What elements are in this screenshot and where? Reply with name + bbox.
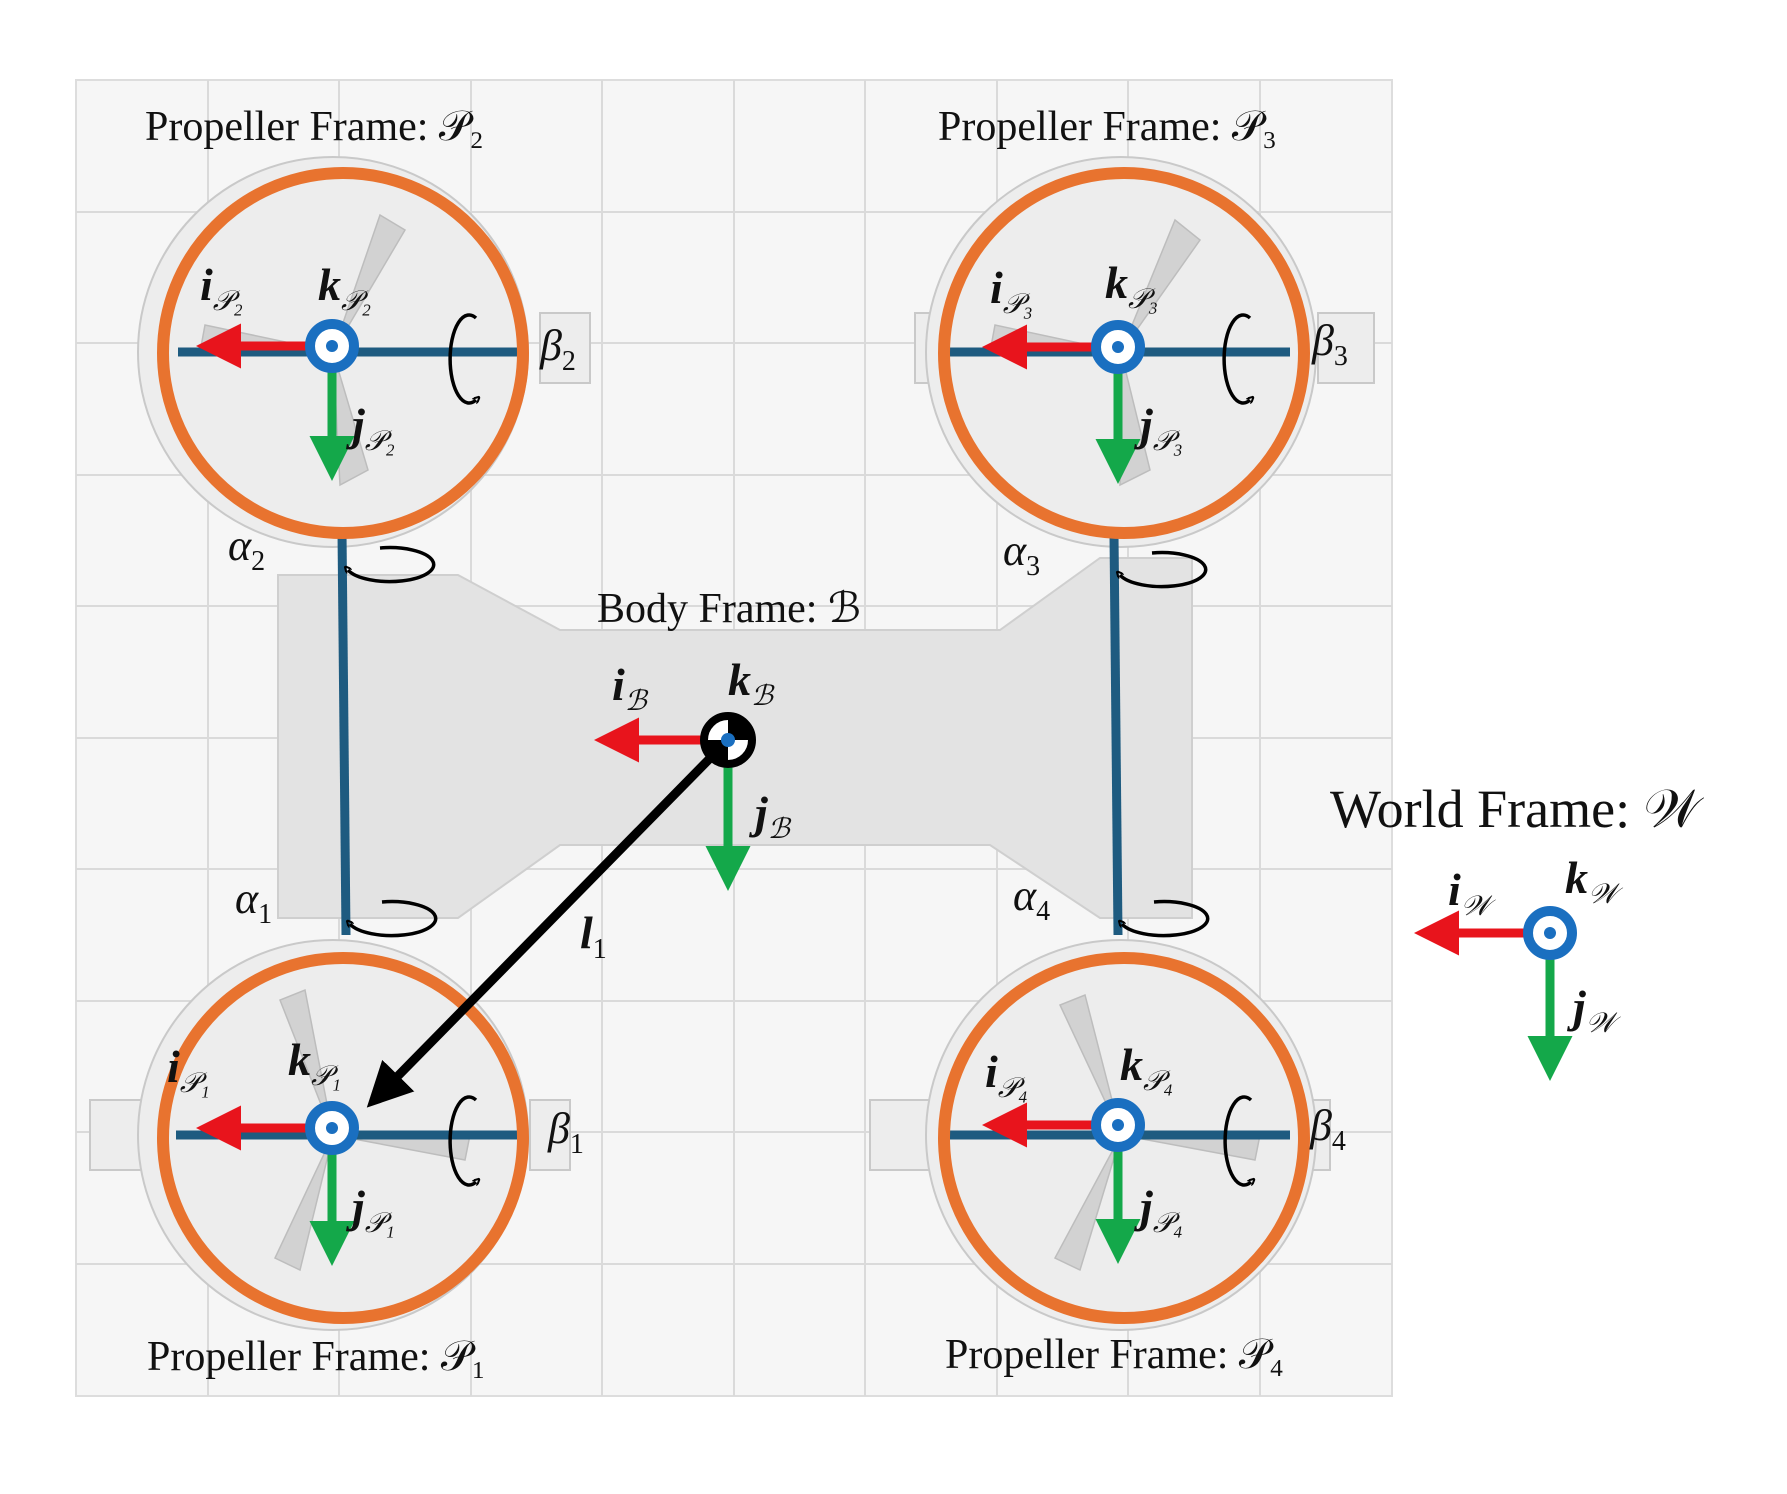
propeller-frame-3-title: Propeller Frame: 𝒫₃ — [938, 104, 1277, 150]
k-axis-label-p2: k𝒫₂ — [318, 259, 371, 317]
origin-markers — [305, 319, 1577, 1155]
i-axis-label-p2: i𝒫₂ — [200, 259, 243, 317]
beta-label-2: β2 — [539, 321, 576, 377]
i-axis-label-world: i𝒲 — [1448, 864, 1497, 922]
propeller-frame-1-title: Propeller Frame: 𝒫₁ — [147, 1334, 486, 1380]
i-axis-label-p4: i𝒫₄ — [985, 1046, 1028, 1104]
beta-label-3: β3 — [1311, 316, 1348, 372]
propeller-frame-2-title: Propeller Frame: 𝒫₂ — [145, 104, 484, 150]
beta-label-1: β1 — [547, 1104, 584, 1160]
alpha-label-2: α2 — [228, 521, 265, 577]
k-axis-label-p3: k𝒫₃ — [1105, 257, 1158, 315]
k-axis-origin-p4 — [1091, 1098, 1145, 1152]
k-axis-origin-p2 — [305, 319, 359, 373]
world-frame-title: World Frame: 𝒲 — [1330, 779, 1705, 839]
offset-vector-label: l1 — [580, 907, 607, 965]
k-axis-origin-p1 — [305, 1101, 359, 1155]
i-axis-label-body: iℬ — [612, 659, 649, 717]
k-axis-label-p4: k𝒫₄ — [1120, 1039, 1173, 1097]
offset-vector — [366, 739, 729, 1108]
duct-rings — [157, 167, 1310, 1324]
beta-label-4: β4 — [1309, 1101, 1346, 1157]
propeller-frame-4-title: Propeller Frame: 𝒫₄ — [945, 1332, 1284, 1378]
i-axis-label-p3: i𝒫₃ — [990, 262, 1033, 320]
k-axis-label-body: kℬ — [728, 654, 775, 712]
rotation-symbols — [348, 313, 1251, 1187]
body-frame-title: Body Frame: ℬ — [597, 586, 861, 632]
alpha-label-1: α1 — [235, 874, 272, 930]
i-axis-label-p1: i𝒫₁ — [167, 1041, 210, 1099]
k-axis-origin-p3 — [1091, 320, 1145, 374]
k-axis-label-world: k𝒲 — [1565, 852, 1624, 910]
k-axis-label-p1: k𝒫₁ — [288, 1034, 341, 1092]
j-axis-label-world: j𝒲 — [1566, 981, 1622, 1039]
k-axis-origin-world — [1523, 906, 1577, 960]
k-axis-origin-body — [700, 712, 756, 768]
alpha-label-3: α3 — [1003, 526, 1040, 582]
alpha-label-4: α4 — [1013, 871, 1050, 927]
